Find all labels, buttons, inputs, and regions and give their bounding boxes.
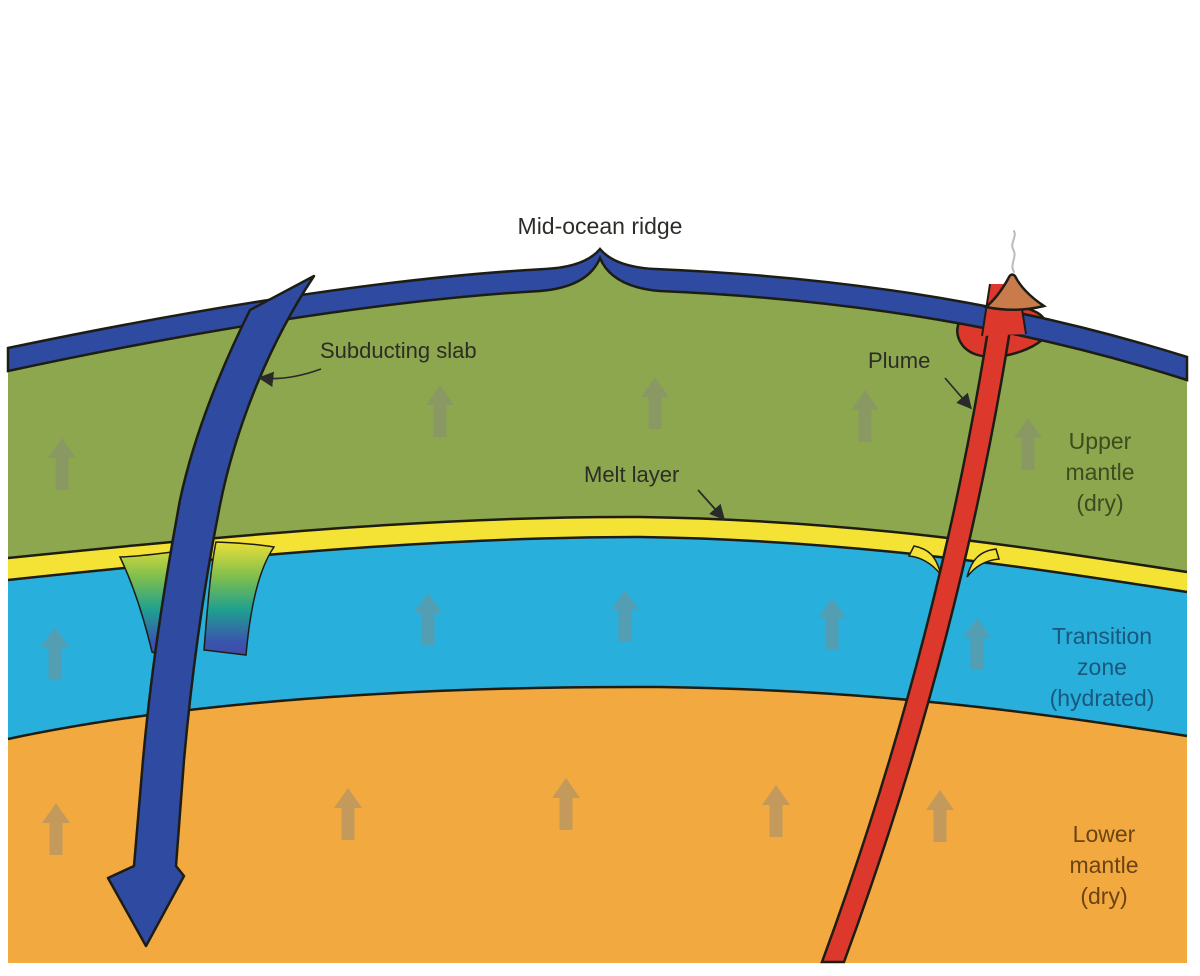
plume-label: Plume (868, 348, 931, 373)
volcano-smoke-icon (1011, 230, 1016, 273)
melt-layer-top-outline (7, 515, 1188, 574)
upper-mantle-layer (8, 258, 1187, 572)
subducting-slab-leader-arrow (257, 368, 322, 387)
leader-lines (257, 368, 972, 521)
transition-zone-layer (8, 537, 1187, 739)
volcano-cone (983, 273, 1048, 311)
oceanic-crust (6, 247, 1189, 382)
mid-ocean-ridge-label: Mid-ocean ridge (517, 213, 683, 239)
plume-neck-left-outline (981, 283, 991, 337)
melt-layer-label: Melt layer (584, 462, 680, 487)
melt-drag-right-wedge (203, 541, 276, 656)
lower-mantle-label: Lower mantle (dry) (1069, 821, 1139, 909)
melt-dip-right-of-plume (966, 548, 1000, 578)
melt-layer-band (8, 516, 1187, 592)
melt-layer-leader-arrow (697, 489, 726, 521)
upper-mantle-label: Upper mantle (dry) (1065, 428, 1135, 516)
subducting-slab-shape (106, 274, 316, 948)
plume-conduit (820, 328, 1012, 964)
subducting-slab-label: Subducting slab (320, 338, 477, 363)
transition-zone-bottom-outline (7, 685, 1188, 741)
plume-leader-arrow (944, 377, 972, 410)
transition-zone-label: Transition zone (hydrated) (1049, 623, 1155, 711)
